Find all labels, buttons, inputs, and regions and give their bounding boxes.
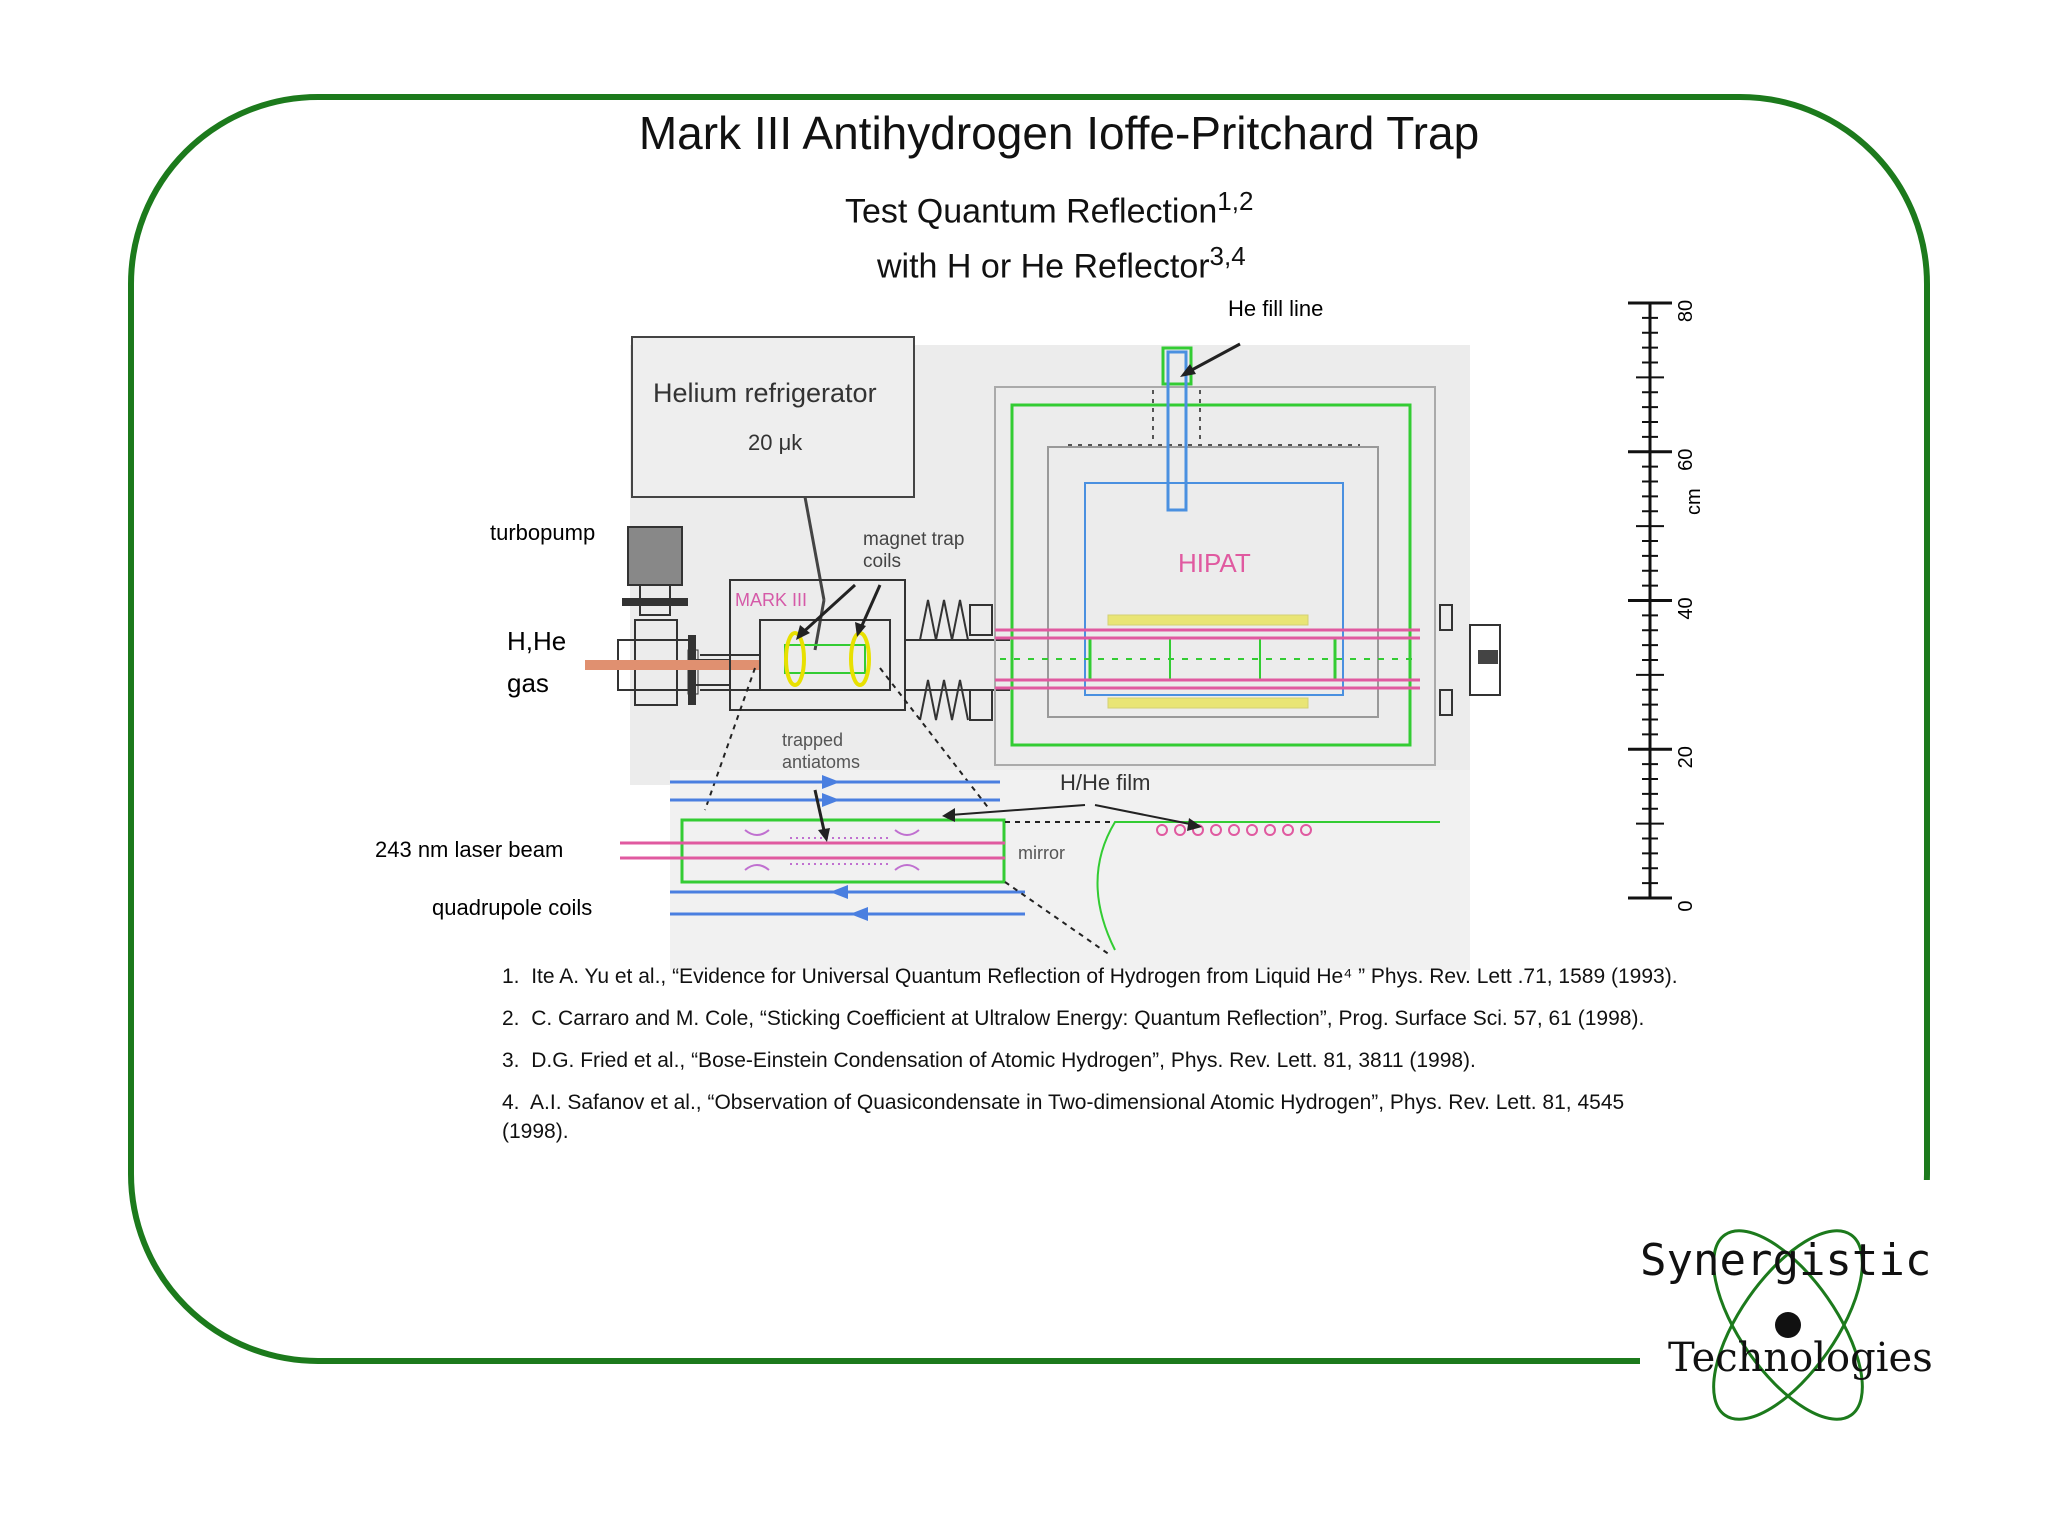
- refrigerator-link-2: [813, 599, 826, 651]
- hipat-endcap: [1469, 624, 1501, 696]
- mirror-label: mirror: [1018, 843, 1065, 863]
- inset-trap-box: [680, 818, 1006, 884]
- hhe-gas-label-1: H,He: [507, 626, 566, 656]
- reference-4: 4. A.I. Safanov et al., “Observation of …: [502, 1091, 1625, 1143]
- bellows-flange-top: [969, 604, 993, 636]
- hhe-film-label: H/He film: [1060, 770, 1150, 795]
- turbopump-flange: [622, 598, 688, 606]
- film-atoms: [1156, 824, 1312, 836]
- hipat-outer: [994, 386, 1436, 766]
- mark-iii-outer: [729, 579, 906, 711]
- hipat-grey-shield: [1047, 446, 1379, 718]
- scale-tick-label: 60: [1675, 449, 1697, 471]
- quad-arrow-4: [850, 907, 868, 921]
- quad-arrow-1: [822, 775, 840, 789]
- he-fill-line-tube: [1166, 350, 1188, 512]
- scale-tick-label: 80: [1675, 300, 1697, 322]
- scale-bar: 0 20 40 60 80: [1628, 300, 1697, 912]
- turbopump-body: [627, 526, 683, 586]
- coil-arrow-2: [858, 584, 882, 631]
- quad-arrow-2: [822, 793, 840, 807]
- hhe-gas-label-2: gas: [507, 668, 549, 698]
- mirror-dash-bottom: [1004, 881, 1111, 956]
- diagram-bg-lower: [670, 770, 1470, 970]
- laser-beam-label: 243 nm laser beam: [375, 837, 563, 862]
- film-arrow-right: [1094, 804, 1196, 826]
- mark-iii-inner: [759, 619, 891, 691]
- scale-tick-label: 40: [1675, 597, 1697, 619]
- helium-refrigerator-label: Helium refrigerator: [653, 378, 877, 408]
- trap-coil-left: [784, 631, 806, 687]
- subtitle-line1: Test Quantum Reflection1,2: [845, 186, 1254, 231]
- scale-tick-label: 0: [1675, 900, 1697, 911]
- magnet-trap-coils-label-2: coils: [863, 551, 901, 572]
- scale-tick-label: 20: [1675, 746, 1697, 768]
- slide-frame: [128, 94, 1930, 1364]
- hipat-endcap-port: [1478, 650, 1498, 664]
- trapped-antiatoms-label-1: trapped: [782, 730, 843, 750]
- coil-arrow-1: [798, 583, 857, 637]
- hipat-blue-vessel: [1084, 482, 1344, 696]
- hipat-flange-bottom: [1439, 689, 1453, 716]
- hipat-green-shield: [1010, 403, 1412, 747]
- coil-arrowhead-2: [855, 622, 866, 637]
- film-arrowhead-left: [942, 808, 955, 822]
- logo-word-synergistic: Synergistic: [1640, 1235, 1932, 1286]
- quad-arrow-3: [830, 885, 848, 899]
- bellows-top: [919, 599, 969, 641]
- bellows-bottom: [919, 679, 969, 721]
- hipat-label: HIPAT: [1178, 548, 1251, 578]
- reference-2: 2. C. Carraro and M. Cole, “Sticking Coe…: [502, 1007, 1645, 1030]
- refrigerator-link: [803, 496, 826, 601]
- film-arrow-left: [949, 804, 1086, 816]
- scale-unit-label: cm: [1683, 488, 1705, 515]
- slide-title: Mark III Antihydrogen Ioffe-Pritchard Tr…: [638, 107, 1480, 159]
- he-fill-arrowhead: [1180, 364, 1196, 377]
- turbopump-label: turbopump: [490, 520, 595, 545]
- he-fill-arrow: [1187, 342, 1241, 374]
- coil-arrowhead-1: [796, 625, 810, 640]
- reference-3: 3. D.G. Fried et al., “Bose-Einstein Con…: [502, 1049, 1476, 1072]
- reference-1: 1. Ite A. Yu et al., “Evidence for Unive…: [502, 965, 1678, 988]
- subtitle-line2: with H or He Reflector3,4: [877, 241, 1246, 286]
- hipat-coil-bottom: [1107, 697, 1309, 709]
- logo-word-technologies: Technologies: [1668, 1335, 1933, 1381]
- film-arrowhead-right: [1187, 818, 1202, 831]
- synergistic-logo: Synergistic Technologies: [1620, 1215, 1950, 1445]
- he-fill-line-label: He fill line: [1228, 296, 1323, 321]
- flange-1b: [687, 649, 699, 695]
- magnet-trap-coils-label-1: magnet trap: [863, 529, 964, 550]
- helium-temp-label: 20 μk: [748, 430, 803, 455]
- antiatom-arrow: [813, 789, 827, 836]
- hipat-coil-top: [1107, 614, 1309, 626]
- mirror-film-curve: [1096, 821, 1440, 951]
- quadrupole-coils-label: quadrupole coils: [432, 895, 592, 920]
- mark-iii-label: MARK III: [735, 590, 807, 610]
- antiatom-cloud: [744, 829, 920, 871]
- helium-refrigerator-box: [631, 336, 915, 498]
- antiatom-arrowhead: [818, 828, 830, 842]
- atom-icon: [1712, 1229, 1864, 1421]
- hipat-flange-top: [1439, 604, 1453, 631]
- references: 1. Ite A. Yu et al., “Evidence for Unive…: [502, 962, 1682, 1159]
- trapped-antiatoms-label-2: antiatoms: [782, 752, 860, 772]
